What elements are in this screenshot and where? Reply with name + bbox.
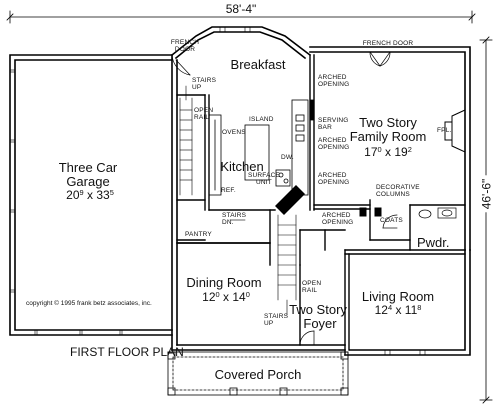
garage-name-line1: Three Car	[58, 160, 118, 175]
width-dimension-line	[6, 10, 476, 24]
family-name-line1: Two Story	[359, 115, 417, 130]
angled-wall	[275, 185, 305, 215]
breakfast-name: Breakfast	[230, 57, 286, 72]
front-door	[299, 330, 315, 346]
living-name: Living Room	[361, 289, 435, 304]
pantry-note: PANTRY	[185, 231, 212, 238]
french-door-right-note: FRENCH DOOR	[362, 40, 414, 47]
living-dimensions: 124 x 118	[374, 302, 422, 317]
depth-dimension-line	[479, 36, 493, 404]
covered-porch	[167, 351, 349, 396]
foyer-name-line2: Foyer	[303, 316, 337, 331]
foyer-name-line1: Two Story	[289, 302, 347, 317]
coats-note: COATS	[380, 217, 403, 224]
family-name-line2: Family Room	[349, 129, 427, 144]
overall-width-label: 58'-4"	[222, 3, 260, 15]
garage-name-line2: Garage	[66, 174, 110, 189]
decorative-columns	[359, 207, 382, 217]
ovens-note: OVENS	[222, 129, 246, 136]
fireplace	[444, 109, 466, 153]
living-windows	[384, 349, 426, 356]
exterior-walls	[9, 26, 471, 356]
dw-note: DW.	[281, 154, 294, 161]
kitchen-name: Kitchen	[220, 159, 264, 174]
garage-door-marks	[9, 69, 123, 336]
powder-fixtures	[382, 207, 457, 229]
family-dimensions: 170 x 192	[364, 144, 412, 159]
porch-name: Covered Porch	[214, 367, 302, 382]
plan-title: FIRST FLOOR PLAN	[70, 345, 184, 359]
overall-depth-label: 46'-6"	[479, 175, 493, 213]
dining-dimensions: 120 x 140	[202, 289, 250, 304]
fireplace-note: FPL.	[437, 127, 452, 134]
powder-name: Pwdr.	[416, 235, 451, 250]
breakfast-windows	[219, 26, 251, 33]
copyright-note: copyright © 1995 frank betz associates, …	[26, 300, 152, 307]
dining-name: Dining Room	[186, 275, 262, 290]
island-note: ISLAND	[249, 116, 274, 123]
french-door-right-swing	[369, 51, 391, 67]
ref-note: REF.	[221, 187, 236, 194]
french-door-left-swing	[171, 54, 191, 76]
stairs-main	[229, 214, 297, 316]
stairs-upper	[179, 85, 193, 196]
garage-dimensions: 209 x 335	[66, 187, 114, 202]
kitchen-counters	[208, 99, 315, 196]
